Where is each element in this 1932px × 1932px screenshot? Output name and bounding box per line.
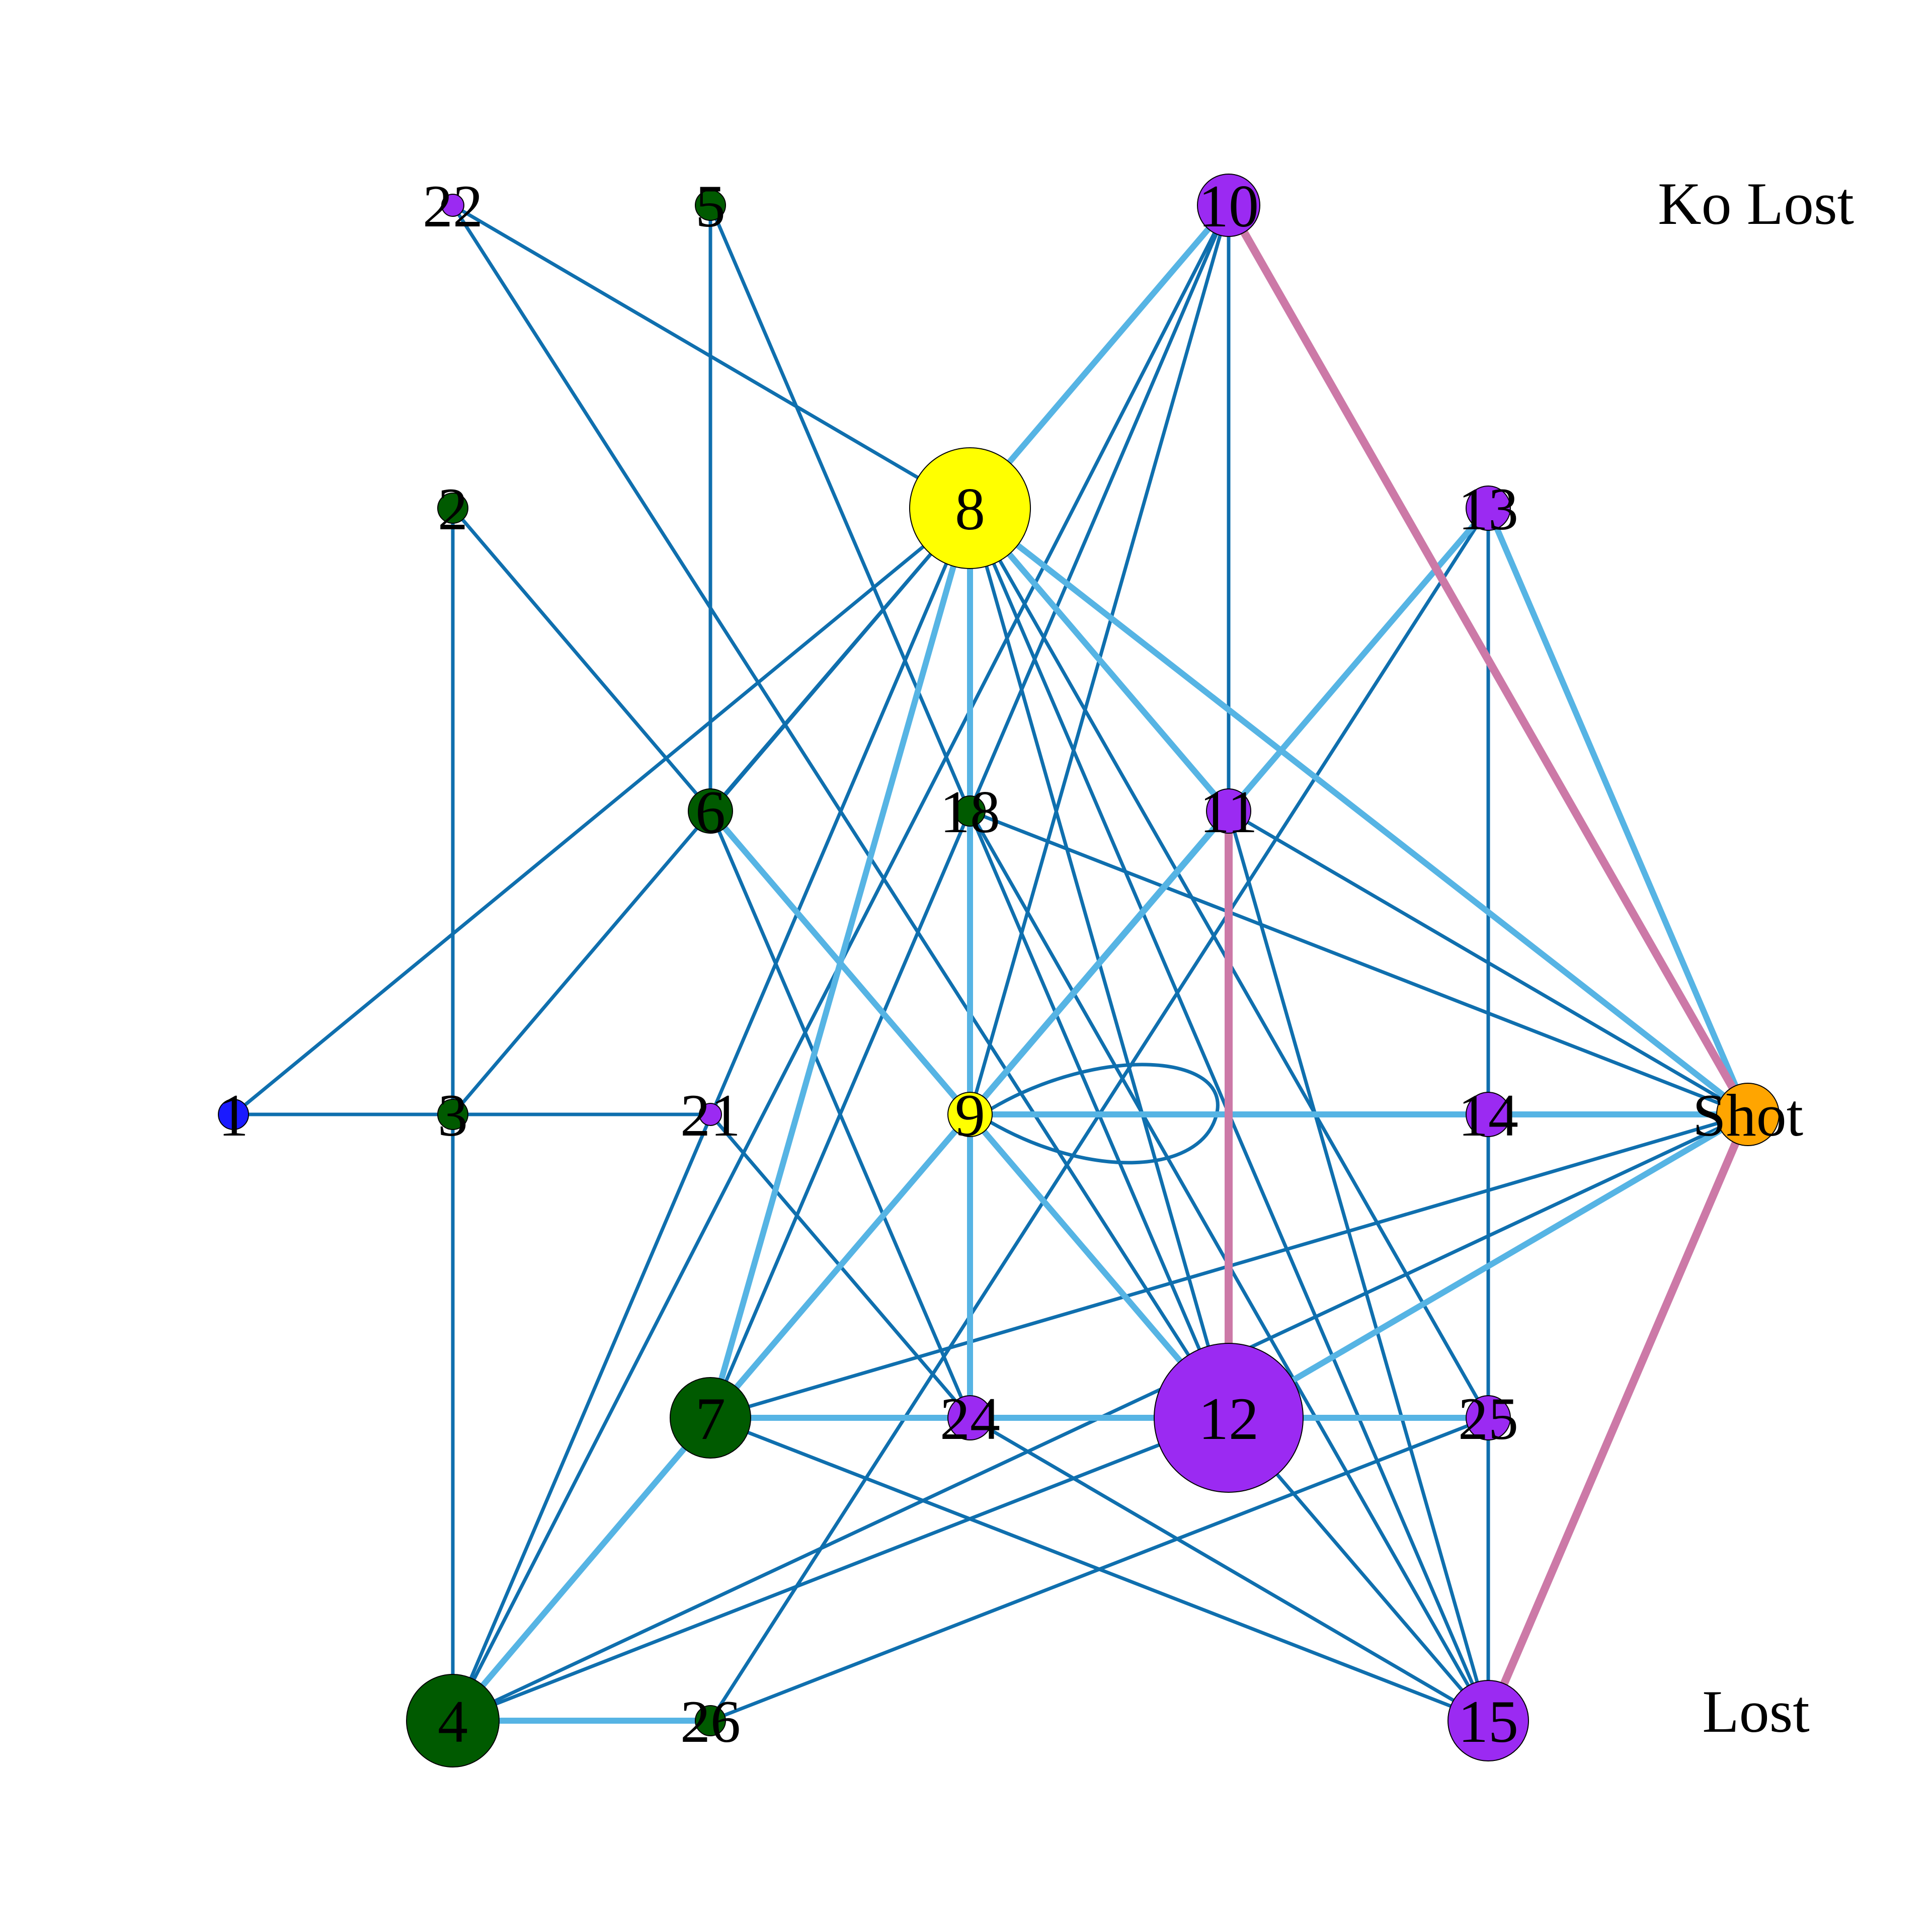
edge-8-to-6	[708, 506, 972, 813]
node-13-circle	[1466, 486, 1511, 531]
edge-10-to-8	[967, 202, 1232, 511]
node-15-circle	[1447, 1680, 1529, 1761]
node-7-circle	[670, 1377, 751, 1459]
node-22-label: 22	[423, 173, 483, 239]
node-7-label: 7	[695, 1385, 726, 1452]
node-9-circle	[947, 1092, 993, 1137]
edge-shot-to-15	[1484, 1110, 1752, 1725]
node-14-circle	[1466, 1092, 1511, 1137]
node-12-label: 12	[1198, 1385, 1259, 1452]
node-4: 4	[406, 1674, 500, 1767]
edge-18-to-shot	[968, 809, 1750, 1116]
node-11: 11	[1199, 778, 1258, 845]
node-shot: Shot	[1693, 1082, 1803, 1149]
node-13-label: 13	[1458, 475, 1518, 542]
node-9-label: 9	[955, 1082, 985, 1149]
lost-label: Lost	[1702, 1678, 1809, 1745]
node-24-label: 24	[940, 1385, 1000, 1452]
node-22-circle	[441, 194, 464, 217]
node-14-label: 14	[1458, 1082, 1518, 1149]
node-25-circle	[1466, 1395, 1511, 1440]
edge-8-to-shot	[967, 505, 1751, 1117]
node-15-label: 15	[1458, 1688, 1518, 1755]
edge-25-to-26	[708, 1416, 1490, 1723]
node-2-label: 2	[438, 475, 468, 542]
node-3-label: 3	[438, 1082, 468, 1149]
node-13: 13	[1458, 475, 1518, 542]
node-14: 14	[1458, 1082, 1518, 1149]
node-22: 22	[423, 173, 483, 239]
node-8: 8	[909, 447, 1031, 569]
edge-shot-to-12	[1226, 1111, 1751, 1421]
node-6-label: 6	[695, 778, 726, 845]
node-18-label: 18	[940, 778, 1000, 845]
node-24: 24	[940, 1385, 1000, 1452]
edge-11-to-15	[1227, 809, 1490, 1723]
node-4-label: 4	[438, 1688, 468, 1755]
node-4-circle	[406, 1674, 500, 1767]
edge-8-to-1	[231, 506, 972, 1116]
node-1-circle	[218, 1099, 249, 1130]
node-1: 1	[218, 1082, 249, 1149]
edge-10-to-shot	[1225, 201, 1752, 1118]
node-10-circle	[1197, 174, 1260, 237]
node-2: 2	[437, 475, 468, 542]
node-12-circle	[1154, 1343, 1304, 1493]
edge-13-to-shot	[1485, 505, 1751, 1117]
node-11-label: 11	[1199, 778, 1258, 845]
node-shot-label: Shot	[1693, 1082, 1803, 1149]
node-15: 15	[1447, 1680, 1529, 1761]
node-2-circle	[437, 493, 468, 524]
edges-layer	[231, 201, 1752, 1725]
node-21-label: 21	[680, 1082, 741, 1149]
node-26: 26	[680, 1688, 741, 1755]
node-9: 9	[947, 1082, 993, 1149]
node-12: 12	[1154, 1343, 1304, 1493]
node-5: 5	[695, 173, 726, 239]
node-11-circle	[1206, 788, 1251, 834]
node-6: 6	[688, 778, 733, 845]
edge-6-to-24	[708, 809, 972, 1420]
node-shot-circle	[1716, 1083, 1780, 1146]
node-6-circle	[688, 788, 733, 834]
node-1-label: 1	[218, 1082, 249, 1149]
node-18: 18	[940, 778, 1000, 845]
node-26-circle	[695, 1705, 726, 1736]
node-25: 25	[1458, 1385, 1518, 1452]
node-8-circle	[909, 447, 1031, 569]
node-18-circle	[954, 795, 986, 827]
node-10: 10	[1197, 173, 1260, 239]
edge-7-to-4	[450, 1415, 713, 1724]
ko-lost-label: Ko Lost	[1658, 170, 1854, 237]
node-3: 3	[437, 1082, 468, 1149]
edge-8-to-11	[967, 505, 1232, 814]
node-21: 21	[680, 1082, 741, 1149]
node-3-circle	[437, 1099, 468, 1130]
node-5-circle	[695, 190, 726, 221]
node-8-label: 8	[955, 475, 985, 542]
node-21-circle	[699, 1103, 722, 1126]
node-26-label: 26	[680, 1688, 741, 1755]
edge-12-to-4	[451, 1416, 1231, 1723]
edge-24-to-15	[968, 1416, 1490, 1723]
node-7: 7	[670, 1377, 751, 1459]
node-25-label: 25	[1458, 1385, 1518, 1452]
edge-11-to-shot	[1227, 809, 1750, 1116]
node-10-label: 10	[1198, 173, 1259, 239]
node-24-circle	[947, 1395, 993, 1440]
node-5-label: 5	[695, 173, 726, 239]
